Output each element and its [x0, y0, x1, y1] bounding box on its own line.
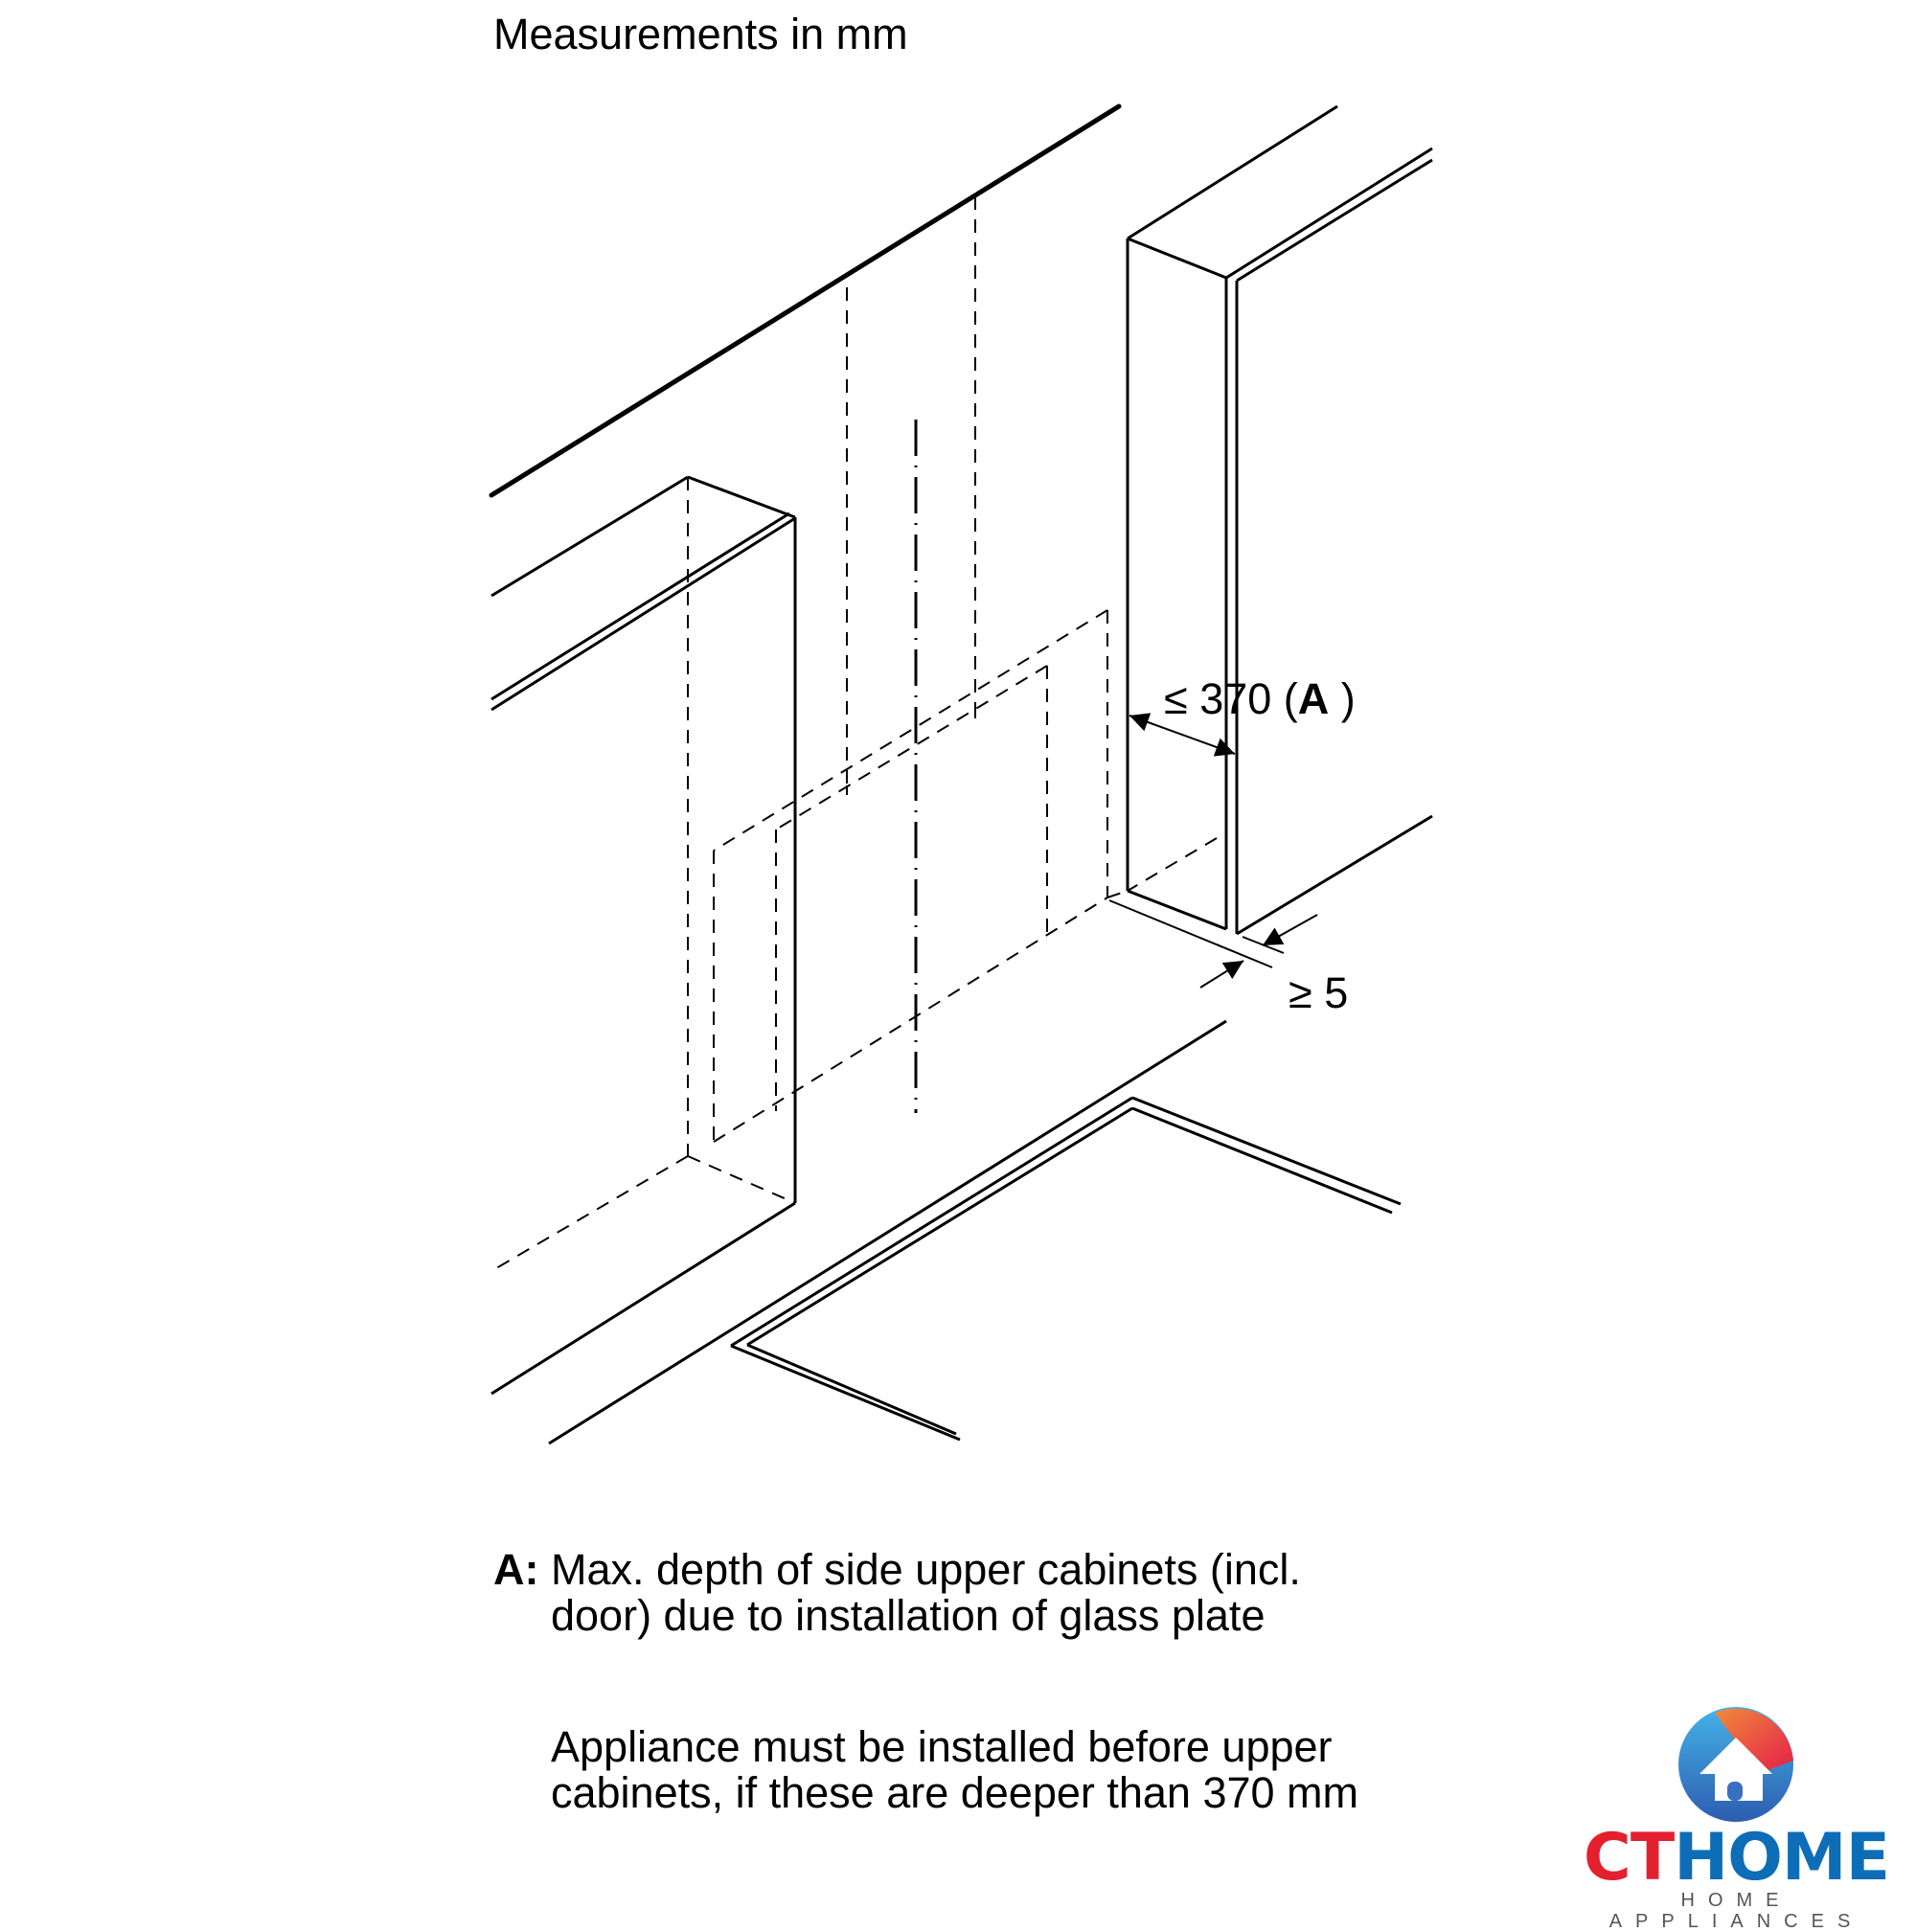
legend-key: A:: [493, 1545, 539, 1594]
gap-dimension: [1108, 899, 1318, 989]
left-cabinet-hidden-edges: [490, 477, 796, 1272]
max-depth-value: ≤ 370 (: [1164, 674, 1298, 723]
min-gap-label: ≥ 5: [1289, 968, 1349, 1017]
installation-note: Appliance must be installed before upper…: [551, 1722, 1359, 1817]
house-icon: [1678, 1707, 1793, 1822]
right-upper-cabinet: [1126, 104, 1433, 936]
max-depth-key: A: [1297, 674, 1330, 723]
brand-name: CTHOME: [1571, 1825, 1902, 1892]
legend-item-a: A: Max. depth of side upper cabinets (in…: [493, 1547, 1413, 1639]
max-depth-suffix: ): [1329, 674, 1356, 723]
wall-top-edge: [489, 103, 1122, 498]
brand-tagline: HOME APPLIANCES: [1608, 1890, 1864, 1932]
page-title: Measurements in mm: [493, 10, 908, 58]
brand-home: HOME: [1674, 1820, 1890, 1896]
countertop-and-hob: [548, 1019, 1402, 1445]
brand-ct: CT: [1583, 1820, 1675, 1896]
legend: A: Max. depth of side upper cabinets (in…: [493, 1547, 1413, 1639]
max-depth-label: ≤ 370 (A ): [1164, 675, 1356, 723]
depth-dimension: [1129, 713, 1239, 761]
hood-hidden-outline: [713, 196, 1218, 1143]
legend-text: Max. depth of side upper cabinets (incl.…: [551, 1545, 1301, 1640]
left-upper-cabinet: [490, 475, 797, 1396]
cthome-logo: CTHOME HOME APPLIANCES: [1571, 1705, 1902, 1932]
